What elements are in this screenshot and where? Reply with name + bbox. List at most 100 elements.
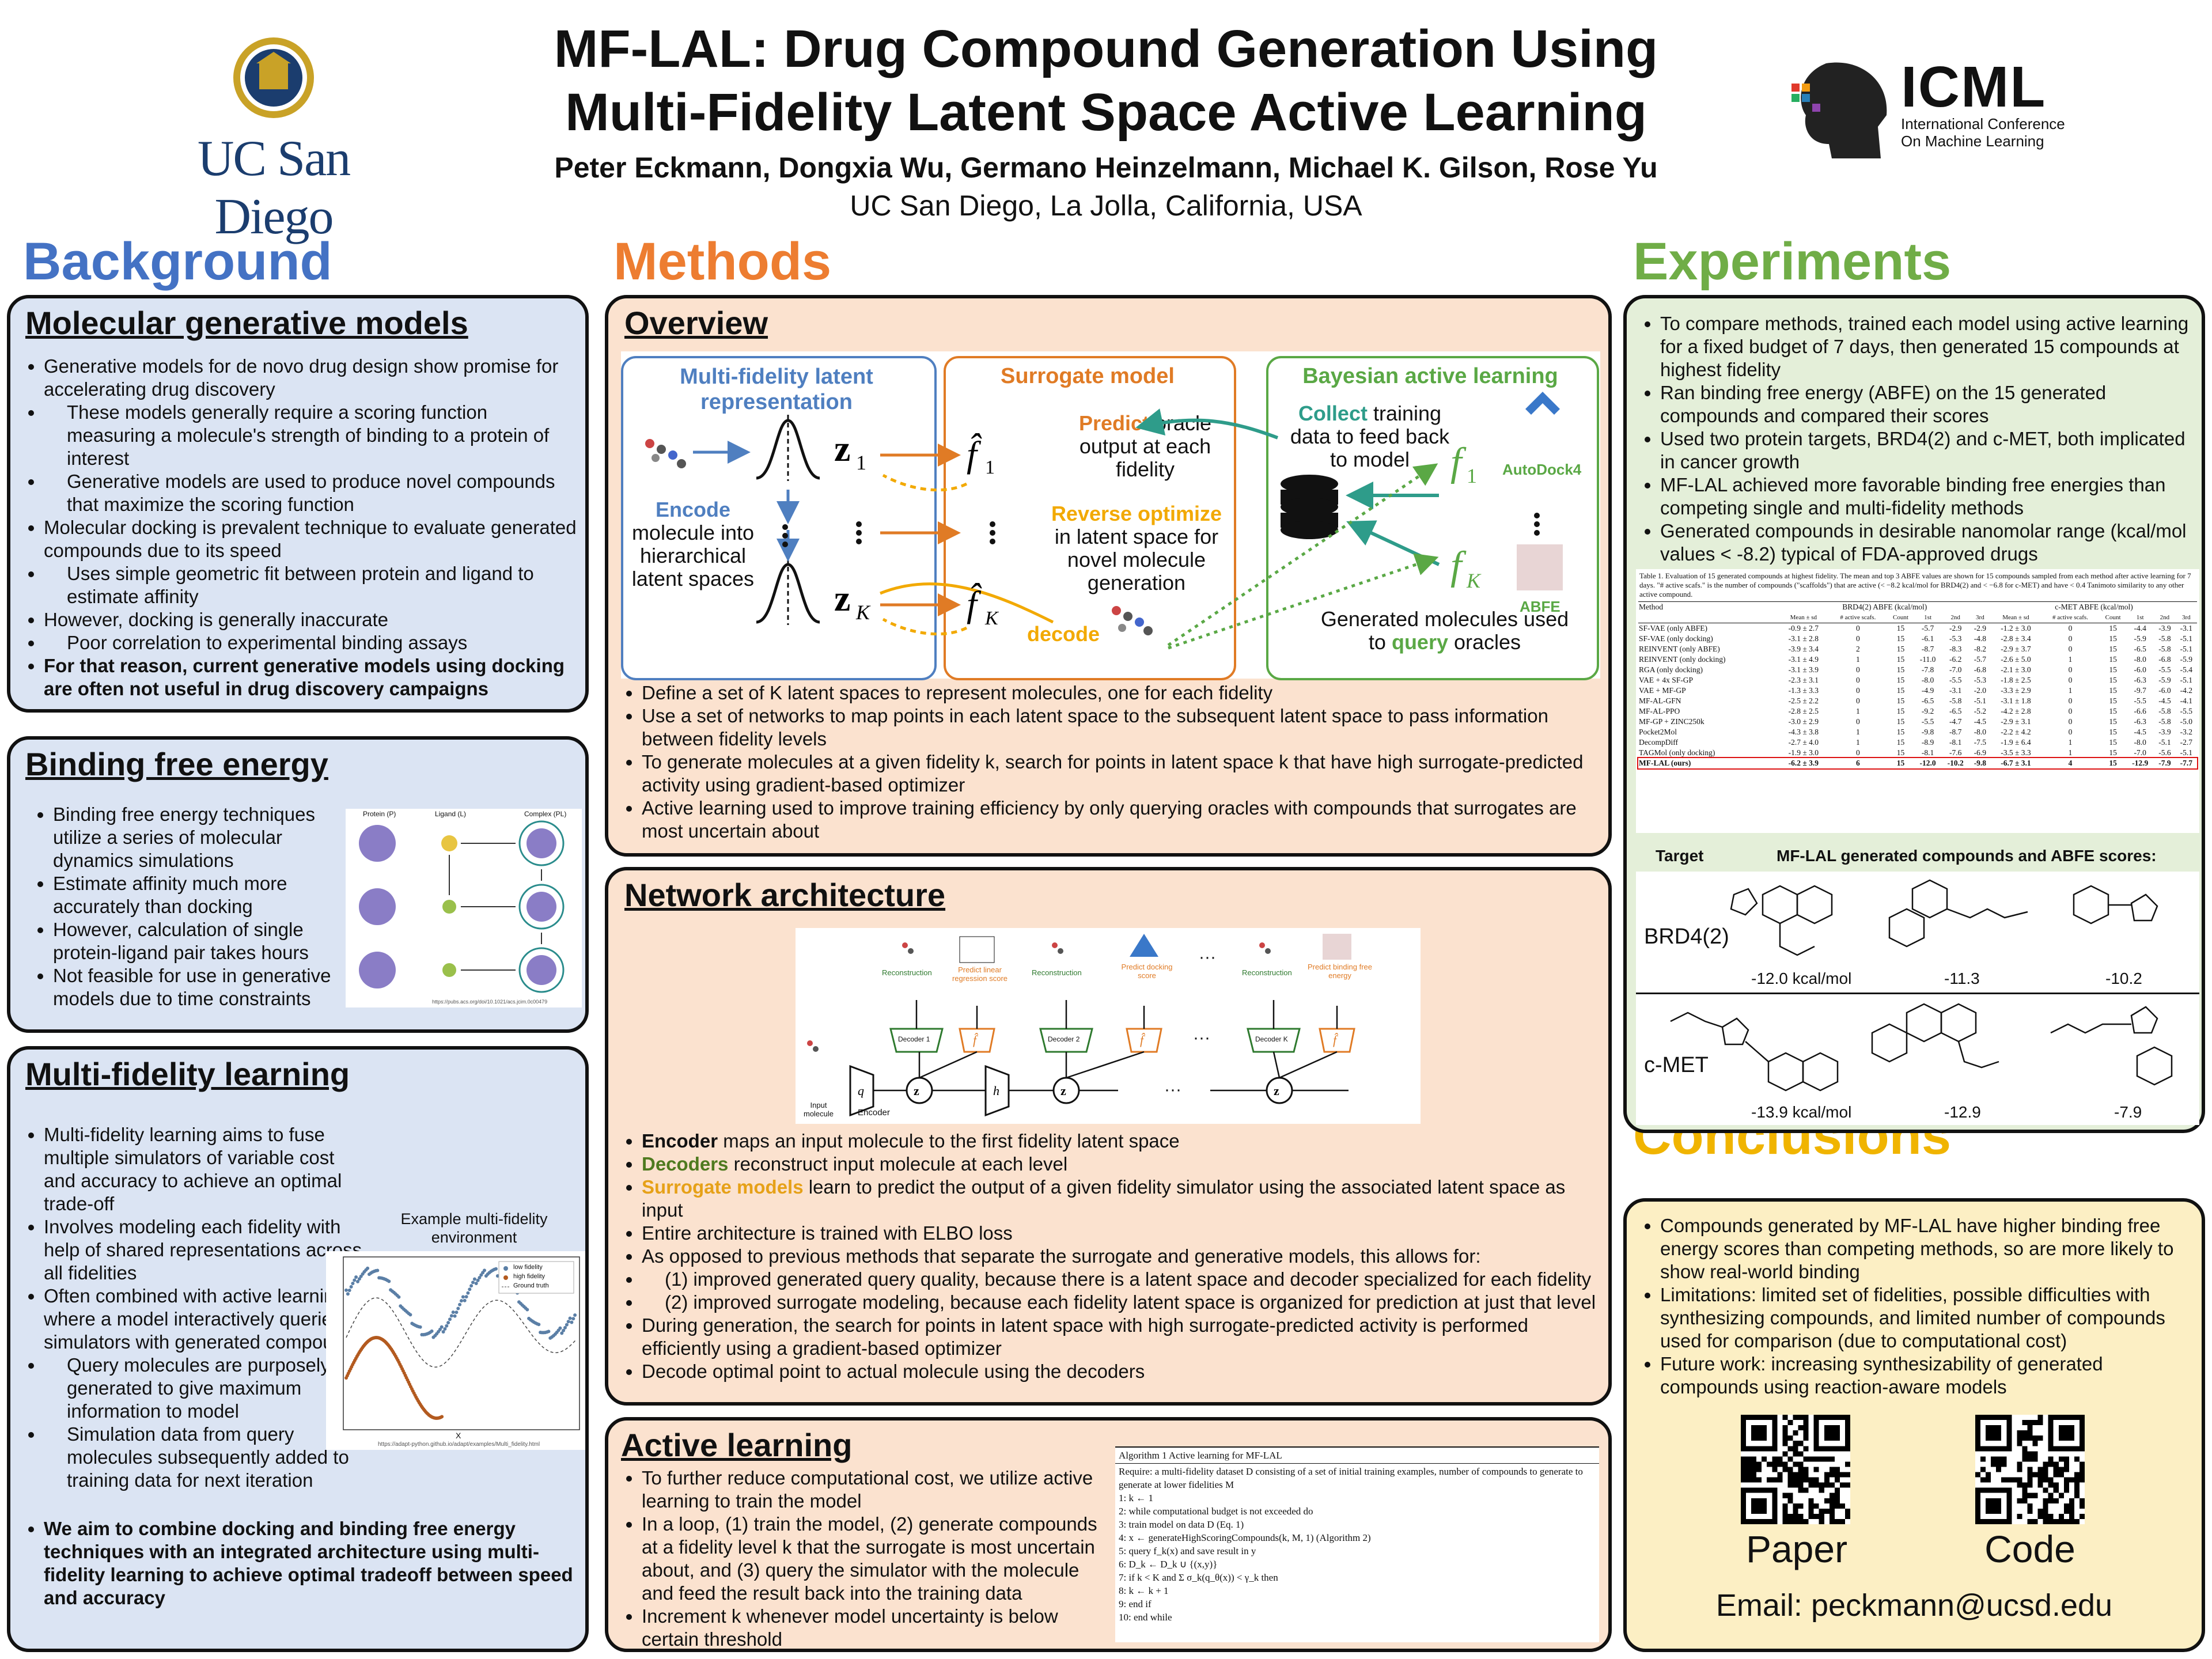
table-cell: -8.2	[1974, 645, 1987, 653]
table-cell: 2	[1855, 645, 1860, 653]
table-cell: -6.5	[2134, 645, 2146, 653]
reconstruction-k-label: Reconstruction	[1242, 968, 1292, 977]
table-subheader-cell: # active scafs.	[2052, 614, 2088, 621]
low-fidelity-point	[466, 1291, 470, 1295]
table-cell: 15	[1896, 759, 1905, 767]
svg-text:z: z	[834, 428, 850, 469]
low-fidelity-point	[449, 1314, 453, 1318]
table-subheader-cell: Mean ± sd	[2002, 614, 2029, 621]
generated-text: Generated molecules used to query oracle…	[1312, 608, 1577, 654]
fig-label-ligand: Ligand (L)	[435, 810, 467, 818]
low-fidelity-point	[445, 1324, 449, 1328]
table-cell: -2.7	[2180, 738, 2192, 747]
algorithm-box: Algorithm 1 Active learning for MF-LAL R…	[1115, 1446, 1599, 1642]
table-cell: 15	[1896, 645, 1905, 653]
decoder-k-label: Decoder K	[1255, 1035, 1288, 1043]
bullet: Decode optimal point to actual molecule …	[642, 1360, 1607, 1383]
table-cell: -5.4	[2180, 665, 2192, 674]
table-cell: 0	[1855, 748, 1860, 757]
autodock-icon	[1525, 392, 1560, 415]
surrogate-model-box	[944, 356, 1236, 680]
email[interactable]: Email: peckmann@ucsd.edu	[1715, 1588, 2113, 1623]
table-cell: -4.8	[1974, 634, 1987, 643]
table-cell: -3.1 ± 1.8	[2001, 696, 2031, 705]
table-cell: 15	[2109, 748, 2117, 757]
multi-fidelity-learning-panel: Multi-fidelity learning Multi-fidelity l…	[7, 1046, 589, 1652]
table-cell: -12.0	[1919, 759, 1936, 767]
methods-heading: Methods	[613, 232, 832, 291]
svg-text:K: K	[855, 601, 871, 624]
icml-head-icon	[1791, 62, 1887, 158]
legend-high: high fidelity	[513, 1273, 546, 1280]
low-fidelity-point	[562, 1328, 566, 1332]
surrogate-term: Surrogate models	[642, 1176, 804, 1198]
low-fidelity-point	[349, 1285, 353, 1289]
table-cell: 15	[1896, 676, 1905, 684]
autodock-label: AutoDock4	[1502, 461, 1582, 478]
table-cell: 15	[2109, 738, 2117, 747]
encoder-label: Encoder	[858, 1108, 890, 1118]
table-cell: -5.5	[2158, 665, 2171, 674]
low-fidelity-point	[454, 1310, 459, 1315]
table-cell: 0	[1855, 696, 1860, 705]
svg-text:f̂: f̂	[967, 433, 982, 475]
bullet: Limitations: limited set of fidelities, …	[1660, 1283, 2196, 1353]
table-cell: -7.0	[2134, 748, 2146, 757]
low-fidelity-point	[566, 1320, 570, 1324]
fig-credit: https://adapt-python.github.io/adapt/exa…	[378, 1441, 540, 1448]
table-cell: -4.2	[2180, 686, 2192, 695]
table-cell: -2.8 ± 2.5	[1788, 707, 1819, 715]
alg-line: 8: k ← k + 1	[1119, 1585, 1169, 1596]
low-fidelity-point	[560, 1331, 564, 1335]
paper-qr-code[interactable]	[1741, 1415, 1850, 1524]
conclusions-panel: Compounds generated by MF-LAL have highe…	[1623, 1198, 2205, 1652]
panel-title: Overview	[624, 305, 768, 341]
affiliation: UC San Diego, La Jolla, California, USA	[850, 190, 1362, 222]
code-qr-code[interactable]	[1975, 1415, 2085, 1524]
th-method: Method	[1639, 603, 1663, 611]
overview-figure: Multi-fidelity latent representation Enc…	[621, 351, 1600, 680]
svg-text:f̂: f̂	[967, 583, 982, 624]
svg-text:K: K	[1466, 569, 1482, 592]
table-cell: 4	[2068, 759, 2073, 767]
table-cell: 15	[2109, 686, 2117, 695]
decode-label: decode	[1027, 622, 1100, 646]
bullet-text: maps an input molecule to the first fide…	[718, 1130, 1180, 1152]
algorithm-title: Algorithm 1 Active learning for MF-LAL	[1115, 1446, 1599, 1464]
fig-credit: https://pubs.acs.org/doi/10.1021/acs.jci…	[432, 999, 548, 1005]
table-cell: 0	[2068, 707, 2073, 715]
cmet-label: c-MET	[1644, 1053, 1709, 1077]
title-line-2: Multi-Fidelity Latent Space Active Learn…	[565, 83, 1647, 142]
experiments-panel: To compare methods, trained each model u…	[1623, 295, 2205, 1133]
table-cell: -1.8 ± 2.5	[2001, 676, 2031, 684]
low-fidelity-point	[471, 1281, 475, 1285]
table-cell: 0	[2068, 696, 2073, 705]
reverse-text: Reverse optimize in latent space for nov…	[1041, 502, 1232, 594]
svg-text:q: q	[858, 1084, 864, 1098]
fig-label-protein: Protein (P)	[363, 810, 396, 818]
table-cell: 15	[1896, 655, 1905, 664]
table-cell: 1	[1855, 728, 1860, 736]
table-cell: DecompDiff	[1639, 738, 1678, 747]
table-cell: REINVENT (only docking)	[1639, 655, 1726, 664]
table-cell: 1	[2068, 655, 2073, 664]
panel-body: Compounds generated by MF-LAL have highe…	[1635, 1214, 2196, 1399]
table-cell: -8.3	[1949, 645, 1962, 653]
table-cell: -5.5	[1949, 676, 1962, 684]
low-fidelity-point	[570, 1320, 574, 1324]
mf-figure-title: Example multi-fidelity environment	[400, 1210, 548, 1246]
table-cell: -6.3	[2134, 717, 2146, 726]
subheader-empty	[1638, 612, 1778, 623]
table-cell: -8.1	[1921, 748, 1934, 757]
alg-line: 1: k ← 1	[1119, 1493, 1153, 1503]
table-cell: -5.1	[2180, 748, 2192, 757]
table-cell: REINVENT (only ABFE)	[1639, 645, 1720, 653]
table-cell: 15	[2109, 634, 2117, 643]
low-fidelity-point	[494, 1267, 498, 1271]
table-cell: MF-AL-GFN	[1639, 696, 1681, 705]
th-cmet: c-MET ABFE (kcal/mol)	[2055, 603, 2133, 611]
